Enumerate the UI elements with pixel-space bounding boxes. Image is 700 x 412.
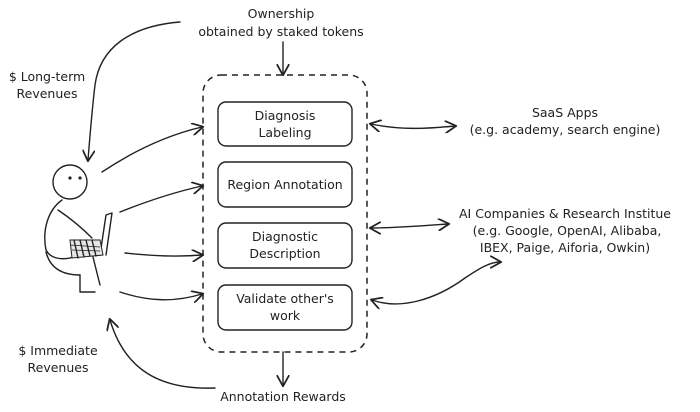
task-label-line1: Diagnostic: [252, 229, 318, 244]
user-to-task-4-arrow: [119, 292, 202, 300]
task-label-line2: work: [270, 308, 301, 323]
saas-apps-title: SaaS Apps: [532, 105, 598, 120]
ai-companies-title: AI Companies & Research Institue: [459, 206, 671, 221]
user-to-task-2-arrow: [119, 186, 202, 213]
ai-companies-examples-2: IBEX, Paige, Aiforia, Owkin): [480, 240, 650, 255]
platform-container: [202, 74, 368, 353]
ownership-label-line2: obtained by staked tokens: [198, 24, 363, 39]
task-label-line1: Diagnosis: [255, 108, 316, 123]
task-box-diagnosis-labeling: Diagnosis Labeling: [217, 101, 353, 147]
task-label-line2: Description: [249, 246, 320, 261]
annotator-figure: [44, 164, 113, 293]
ai-companies-examples-1: (e.g. Google, OpenAI, Alibaba,: [473, 223, 662, 238]
user-to-task-3-arrow: [124, 253, 202, 256]
immediate-revenue-line2: Revenues: [28, 360, 89, 375]
task-box-region-annotation: Region Annotation: [217, 161, 353, 208]
ai-link-arrow-2: [372, 262, 500, 304]
immediate-revenue-line1: $ Immediate: [18, 343, 98, 358]
long-term-revenue-line1: $ Long-term: [9, 69, 85, 84]
immediate-revenue-arrow: [110, 320, 216, 389]
saas-apps-examples: (e.g. academy, search engine): [470, 122, 661, 137]
long-term-revenue-arrow: [88, 21, 181, 160]
task-box-diagnostic-description: Diagnostic Description: [217, 222, 353, 269]
ai-link-arrow-1: [371, 224, 448, 228]
task-label-line2: Labeling: [258, 125, 311, 140]
long-term-revenue-line2: Revenues: [17, 86, 78, 101]
task-box-validate-work: Validate other's work: [217, 284, 353, 331]
ownership-label-line1: Ownership: [248, 6, 315, 21]
task-label-line1: Validate other's: [236, 291, 334, 306]
saas-link-arrow: [371, 124, 455, 128]
annotation-rewards-label: Annotation Rewards: [220, 389, 346, 404]
user-to-task-1-arrow: [101, 127, 202, 173]
task-label-line1: Region Annotation: [227, 177, 342, 192]
